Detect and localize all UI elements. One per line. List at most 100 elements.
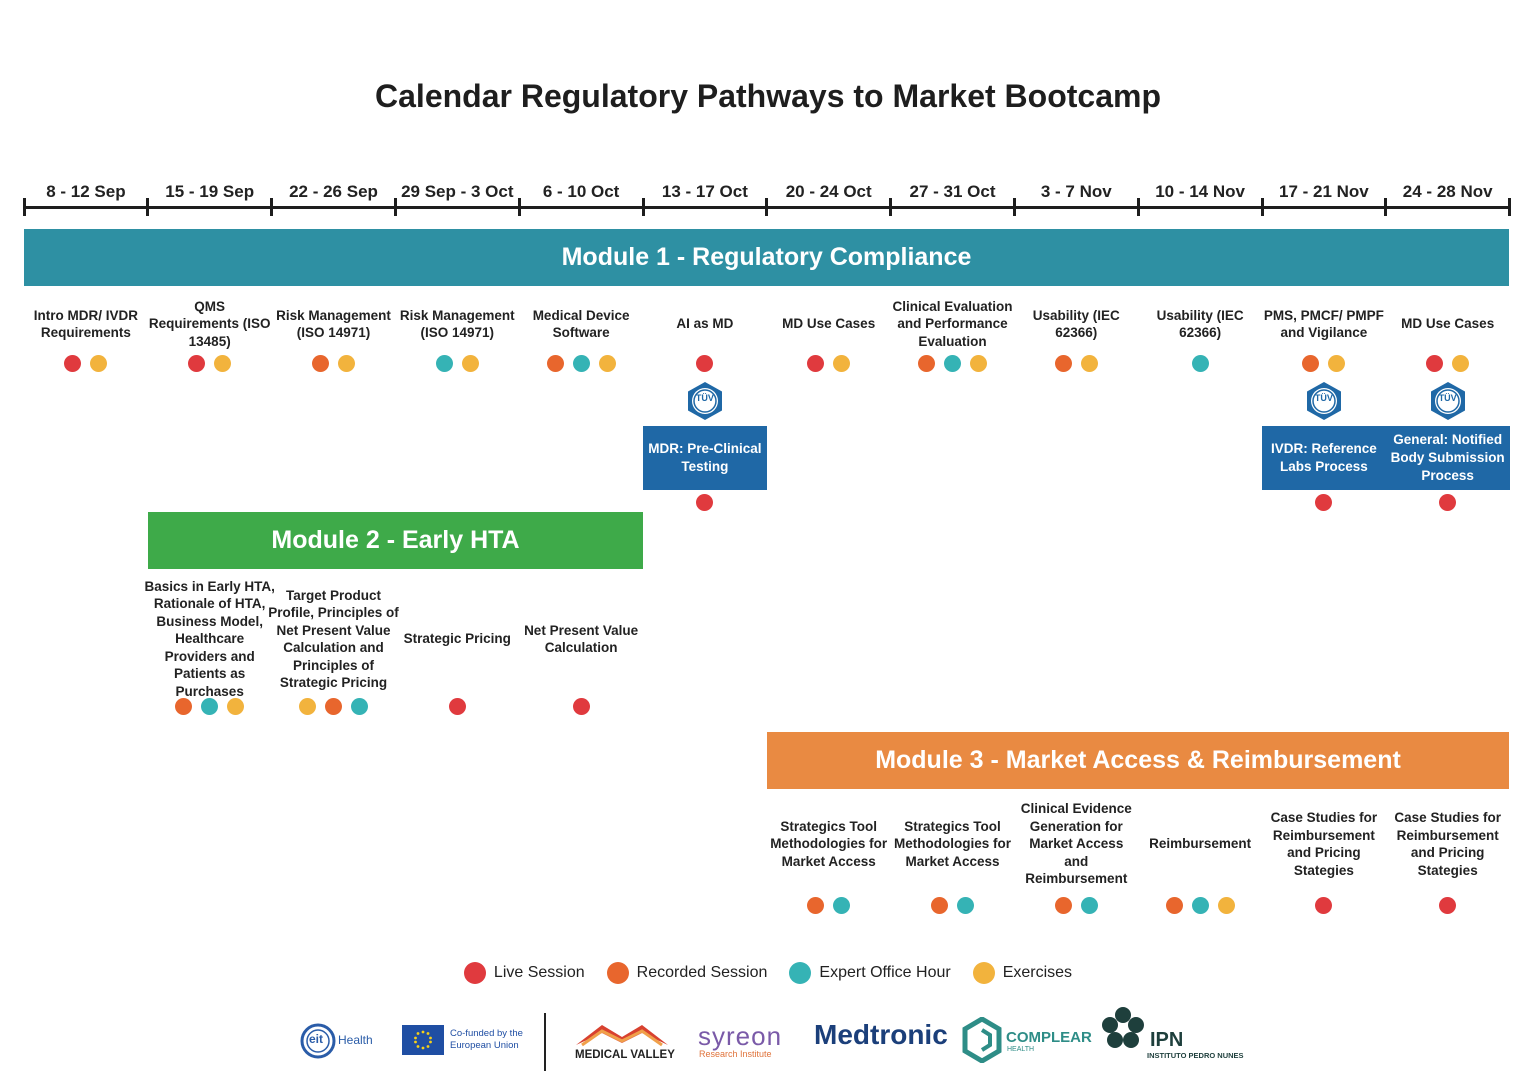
session-dots bbox=[1138, 355, 1262, 372]
session-label: Usability (IEC 62366) bbox=[1032, 307, 1120, 341]
eu-text-line2: European Union bbox=[450, 1040, 519, 1051]
dot-expert bbox=[1080, 897, 1098, 914]
medtronic-logo: Medtronic bbox=[814, 1019, 948, 1050]
week-label: 20 - 24 Oct bbox=[785, 182, 872, 201]
dot-expert bbox=[1191, 355, 1209, 372]
session-label: Medical Device Software bbox=[532, 307, 630, 341]
week-label: 13 - 17 Oct bbox=[661, 182, 748, 201]
dot-exercises bbox=[970, 355, 987, 372]
dot-recorded bbox=[931, 897, 948, 914]
complear-logo: COMPLEAR HEALTH bbox=[962, 1016, 1092, 1067]
session-label: QMS Requirements (ISO 13485) bbox=[148, 298, 271, 349]
eu-text-line1: Co-funded by the bbox=[450, 1028, 523, 1039]
ipn-flower-icon bbox=[1102, 1007, 1144, 1048]
dot-live bbox=[1315, 494, 1333, 511]
session-label: Basics in Early HTA, Rationale of HTA, B… bbox=[144, 578, 275, 699]
session-label: Risk Management (ISO 14971) bbox=[276, 307, 391, 341]
dot-live bbox=[1439, 897, 1457, 914]
session-label: MD Use Cases bbox=[782, 316, 876, 332]
session-dots bbox=[272, 355, 396, 372]
timeline-tick bbox=[393, 198, 397, 216]
week-label: 27 - 31 Oct bbox=[909, 182, 996, 201]
notified-body-session-label: IVDR: Reference Labs Process bbox=[1270, 441, 1377, 474]
week-label: 24 - 28 Nov bbox=[1402, 182, 1493, 201]
eu-flag-icon bbox=[402, 1025, 444, 1055]
timeline-tick bbox=[765, 198, 769, 216]
dot-expert bbox=[572, 355, 590, 372]
session-label: Strategics Tool Methodologies for Market… bbox=[894, 818, 1011, 869]
legend-label: Recorded Session bbox=[636, 964, 768, 981]
module-2-bar: Module 2 - Early HTA bbox=[148, 512, 643, 569]
session-dots bbox=[24, 355, 148, 372]
dot-live bbox=[1426, 355, 1444, 372]
timeline-tick bbox=[1384, 198, 1388, 216]
legend-label: Expert Office Hour bbox=[819, 964, 951, 981]
complear-sub-text: HEALTH bbox=[1007, 1046, 1035, 1053]
dot-expert bbox=[833, 897, 851, 914]
session-dots bbox=[272, 698, 396, 715]
dot-recorded bbox=[325, 698, 342, 715]
session-label: PMS, PMCF/ PMPF and Vigilance bbox=[1263, 307, 1384, 341]
session-dots bbox=[1138, 897, 1262, 914]
dot-live bbox=[1315, 897, 1333, 914]
session-dots bbox=[1262, 897, 1386, 914]
dot-exercises bbox=[299, 698, 316, 715]
health-logo-text: Health bbox=[338, 1033, 373, 1047]
session-dots bbox=[643, 494, 767, 511]
dot-recorded bbox=[1302, 355, 1320, 372]
syreon-sub-text: Research Institute bbox=[699, 1049, 772, 1059]
legend-item-exercises: Exercises bbox=[972, 962, 1072, 984]
timeline-tick bbox=[146, 198, 150, 216]
page-title: Calendar Regulatory Pathways to Market B… bbox=[375, 78, 1161, 114]
dot-exercises bbox=[461, 355, 479, 372]
dot-exercises bbox=[1217, 897, 1235, 914]
timeline-tick bbox=[517, 198, 521, 216]
timeline-tick bbox=[1136, 198, 1140, 216]
session-dots bbox=[767, 355, 891, 372]
session-dots bbox=[1386, 494, 1510, 511]
dot-exercises bbox=[598, 355, 616, 372]
session-label: Reimbursement bbox=[1149, 836, 1252, 852]
session-dots bbox=[148, 355, 272, 372]
eit-logo-text: eit bbox=[309, 1032, 324, 1046]
session-dots bbox=[891, 355, 1015, 372]
session-label: Clinical Evidence Generation for Market … bbox=[1020, 801, 1132, 887]
module-3-bar: Module 3 - Market Access & Reimbursement bbox=[767, 732, 1509, 789]
session-dots bbox=[1386, 355, 1510, 372]
week-label: 10 - 14 Nov bbox=[1155, 182, 1245, 201]
tuv-badge-icon: TÜV bbox=[684, 380, 726, 422]
medical-valley-logo: MEDICAL VALLEY bbox=[572, 1019, 676, 1067]
session-label: Clinical Evaluation and Performance Eval… bbox=[892, 298, 1013, 349]
legend-item-live: Live Session bbox=[463, 962, 585, 984]
session-label: Strategics Tool Methodologies for Market… bbox=[770, 818, 888, 869]
legend-dot-expert bbox=[789, 962, 812, 984]
dot-live bbox=[807, 355, 825, 372]
dot-exercises bbox=[833, 355, 851, 372]
dot-recorded bbox=[1054, 355, 1072, 372]
session-dots bbox=[1262, 355, 1386, 372]
session-dots bbox=[148, 698, 272, 715]
dot-expert bbox=[1191, 897, 1209, 914]
week-label: 22 - 26 Sep bbox=[289, 182, 378, 201]
module-title: Module 1 - Regulatory Compliance bbox=[561, 243, 972, 271]
dot-exercises bbox=[1328, 355, 1346, 372]
dot-live bbox=[696, 355, 714, 372]
session-label: Net Present Value Calculation bbox=[524, 622, 639, 656]
session-dots bbox=[519, 355, 643, 372]
session-dots bbox=[1262, 494, 1386, 511]
dot-exercises bbox=[338, 355, 355, 372]
syreon-text: syreon bbox=[698, 1021, 783, 1051]
session-dots bbox=[1386, 897, 1510, 914]
dot-recorded bbox=[175, 698, 193, 715]
tuv-badge-icon: TÜV bbox=[1303, 380, 1345, 422]
session-dots bbox=[891, 897, 1015, 914]
timeline-tick bbox=[1260, 198, 1264, 216]
complear-text: COMPLEAR bbox=[1006, 1029, 1092, 1046]
eit-logo-mark bbox=[300, 1023, 336, 1059]
timeline-tick bbox=[1012, 198, 1016, 216]
session-dots bbox=[767, 897, 891, 914]
dot-live bbox=[188, 355, 206, 372]
dot-recorded bbox=[1165, 897, 1183, 914]
medical-valley-mark bbox=[576, 1025, 668, 1047]
